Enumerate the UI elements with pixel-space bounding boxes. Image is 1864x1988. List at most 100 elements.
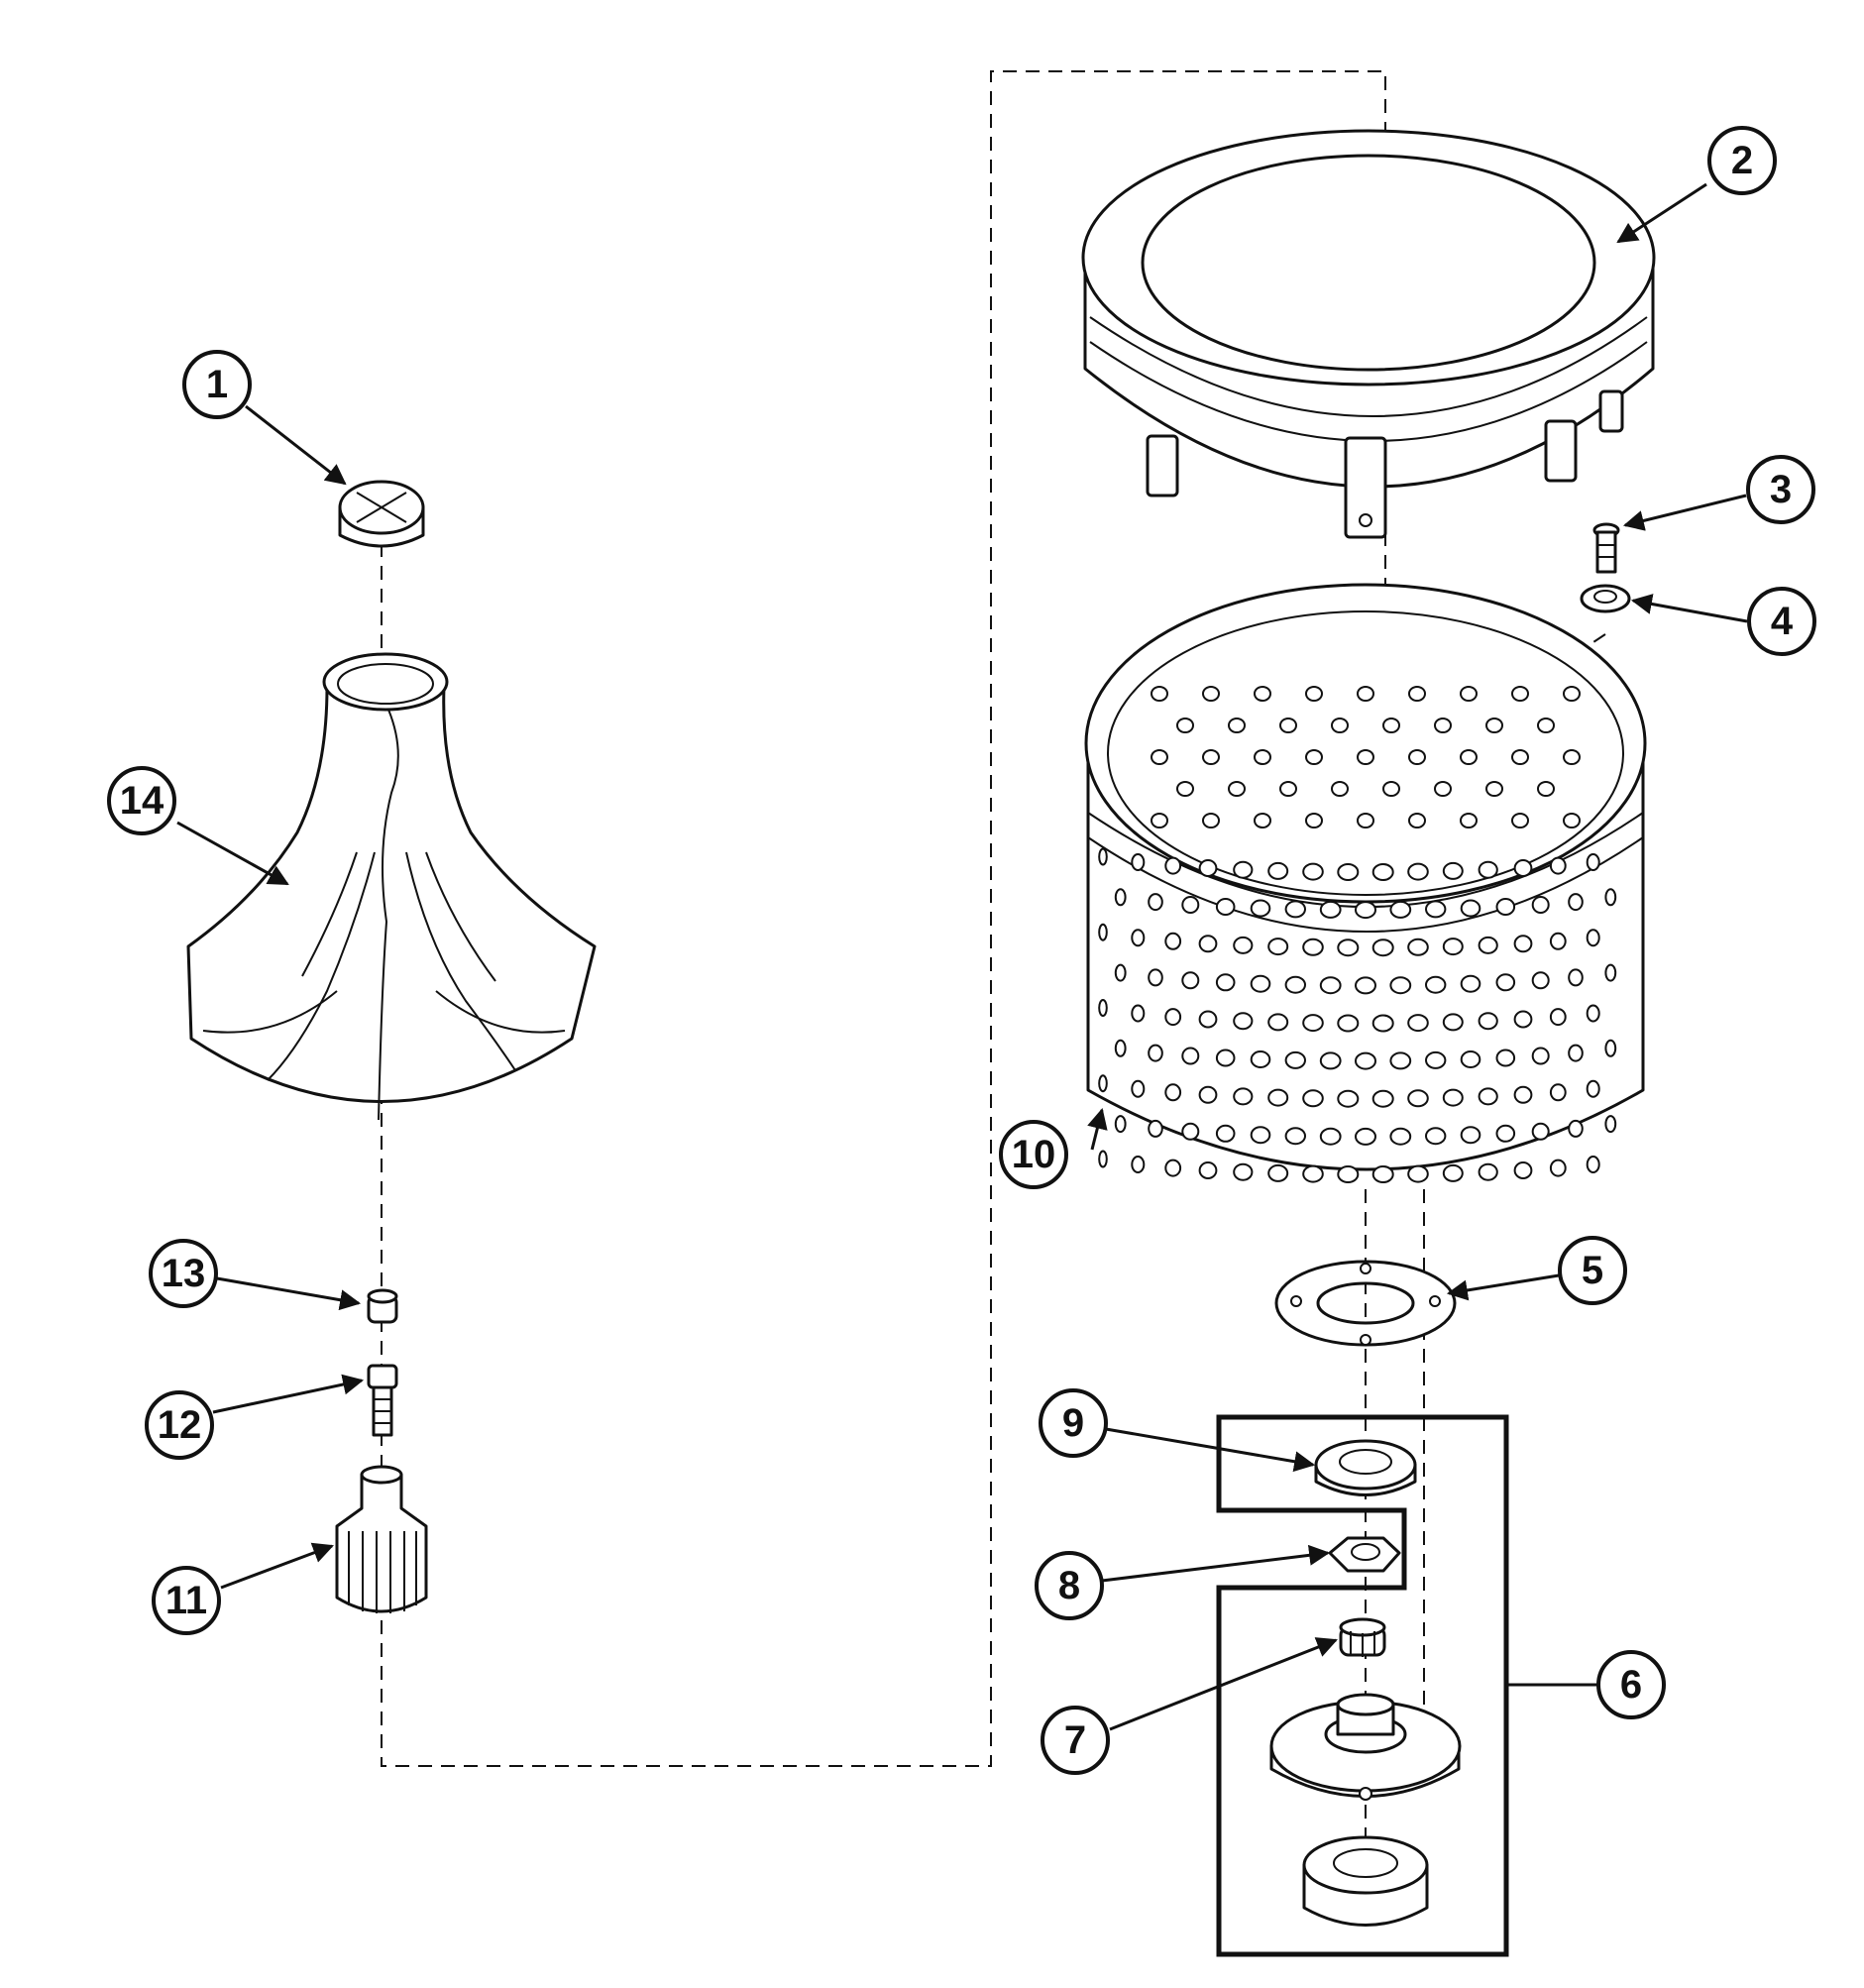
tub-floor-hole — [1202, 686, 1220, 702]
tub-perforation-hole — [1319, 900, 1342, 919]
tub-perforation-hole — [1549, 932, 1567, 950]
tub-floor-hole — [1537, 718, 1555, 733]
tub-perforation-hole — [1250, 1050, 1271, 1068]
tub-floor-hole — [1202, 813, 1220, 828]
tub-perforation-hole — [1355, 1127, 1376, 1146]
tub-floor-hole — [1511, 749, 1529, 765]
tub-perforation-hole — [1549, 1159, 1567, 1177]
tub-perforation-hole — [1198, 1085, 1218, 1104]
callout-13: 13 — [149, 1239, 218, 1308]
tub-perforation-hole — [1407, 1014, 1429, 1033]
tub-perforation-hole — [1164, 856, 1182, 875]
tub-perforation-hole — [1586, 1004, 1600, 1023]
hub-gasket — [1274, 1260, 1457, 1347]
tub-perforation-hole — [1355, 1051, 1376, 1070]
tub-perforation-hole — [1302, 1014, 1324, 1033]
leader-arrows — [176, 182, 1748, 1731]
tub-perforation-hole — [1495, 973, 1516, 992]
callout-label: 6 — [1620, 1663, 1642, 1707]
tub-floor-hole — [1228, 718, 1246, 733]
tub-perforation-hole — [1267, 1163, 1289, 1182]
tub-perforation-hole — [1198, 859, 1218, 877]
tub-perforation-hole — [1371, 1089, 1394, 1108]
tub-perforation-hole — [1513, 935, 1533, 953]
tub-floor-hole — [1228, 781, 1246, 797]
tub-perforation-hole — [1098, 1150, 1108, 1168]
tub-perforation-hole — [1215, 1124, 1236, 1143]
tub-perforation-hole — [1531, 1047, 1550, 1065]
callout-5: 5 — [1558, 1236, 1627, 1305]
tub-perforation-hole — [1098, 999, 1108, 1017]
tub-perforation-hole — [1495, 1049, 1516, 1067]
tub-perforation-hole — [1148, 1119, 1163, 1138]
tub-perforation-hole — [1164, 1083, 1182, 1102]
tub-floor-hole — [1357, 813, 1374, 828]
callout-11: 11 — [152, 1566, 221, 1635]
tub-screw — [1592, 522, 1620, 574]
callout-6: 6 — [1596, 1650, 1666, 1719]
tub-perforation-hole — [1267, 938, 1289, 956]
tub-perforation-hole — [1337, 1165, 1360, 1183]
callout-label: 3 — [1770, 468, 1792, 511]
tub-perforation-hole — [1215, 1049, 1236, 1067]
tub-perforation-hole — [1267, 1088, 1289, 1107]
tub-perforation-hole — [1442, 1013, 1464, 1032]
tub-perforation-hole — [1302, 938, 1324, 956]
tub-floor-hole — [1460, 749, 1478, 765]
tub-perforation-hole — [1233, 1087, 1254, 1106]
tub-perforation-hole — [1531, 896, 1550, 914]
tub-floor-hole — [1305, 749, 1323, 765]
tub-perforation-hole — [1131, 1004, 1146, 1023]
drive-bell — [335, 1465, 428, 1613]
tub-perforation-hole — [1513, 1161, 1533, 1179]
callout-label: 1 — [206, 363, 228, 406]
tub-floor-hole — [1485, 781, 1503, 797]
tub-perforation-hole — [1425, 975, 1447, 994]
tub-perforation-hole — [1198, 1161, 1218, 1179]
tub-perforation-hole — [1302, 1089, 1324, 1108]
tub-perforation-hole — [1513, 1085, 1533, 1104]
tub-perforation-hole — [1604, 888, 1617, 907]
tub-floor-hole — [1434, 718, 1452, 733]
tub-perforation-hole — [1549, 1083, 1567, 1102]
tub-floor-hole — [1305, 686, 1323, 702]
tub-floor-hole — [1254, 813, 1271, 828]
tub-perforation-hole — [1098, 923, 1108, 941]
tub-floor-hole — [1408, 813, 1426, 828]
tub-perforation-hole — [1568, 1119, 1584, 1138]
tub-perforation-hole — [1284, 1050, 1307, 1069]
tub-perforation-hole — [1181, 1122, 1200, 1141]
callout-8: 8 — [1035, 1551, 1104, 1620]
tub-perforation-hole — [1337, 1014, 1360, 1033]
tub-perforation-hole — [1250, 1126, 1271, 1145]
tub-perforation-hole — [1425, 1127, 1447, 1146]
callout-12: 12 — [145, 1390, 214, 1460]
tub-perforation-hole — [1478, 1012, 1498, 1031]
callout-label: 13 — [162, 1252, 206, 1295]
tub-ring — [1081, 129, 1656, 539]
tub-perforation-hole — [1215, 973, 1236, 992]
tub-floor-hole — [1151, 813, 1168, 828]
tub-perforation-hole — [1460, 1126, 1481, 1145]
tub-perforation-hole — [1319, 976, 1342, 995]
tub-perforation-hole — [1233, 860, 1254, 879]
tub-perforation-hole — [1233, 1012, 1254, 1031]
seal — [1314, 1439, 1417, 1496]
callout-2: 2 — [1707, 126, 1777, 195]
tub-perforation-hole — [1407, 1164, 1429, 1183]
tub-perforation-hole — [1131, 929, 1146, 947]
callout-9: 9 — [1039, 1388, 1108, 1458]
callout-1: 1 — [182, 350, 252, 419]
tub-perforation-hole — [1267, 1013, 1289, 1032]
tub-perforation-hole — [1586, 1079, 1600, 1098]
bearing-housing — [1302, 1835, 1429, 1927]
tub-perforation-hole — [1198, 1010, 1218, 1029]
tub-perforation-hole — [1114, 963, 1127, 982]
tub-perforation-hole — [1460, 899, 1481, 918]
tub-perforation-hole — [1531, 971, 1550, 990]
tub-perforation-hole — [1568, 968, 1584, 987]
tub-perforation-hole — [1114, 888, 1127, 907]
tub-floor-hole — [1563, 686, 1581, 702]
tub-perforation-hole — [1495, 1124, 1516, 1143]
tub-perforation-hole — [1604, 1115, 1617, 1134]
